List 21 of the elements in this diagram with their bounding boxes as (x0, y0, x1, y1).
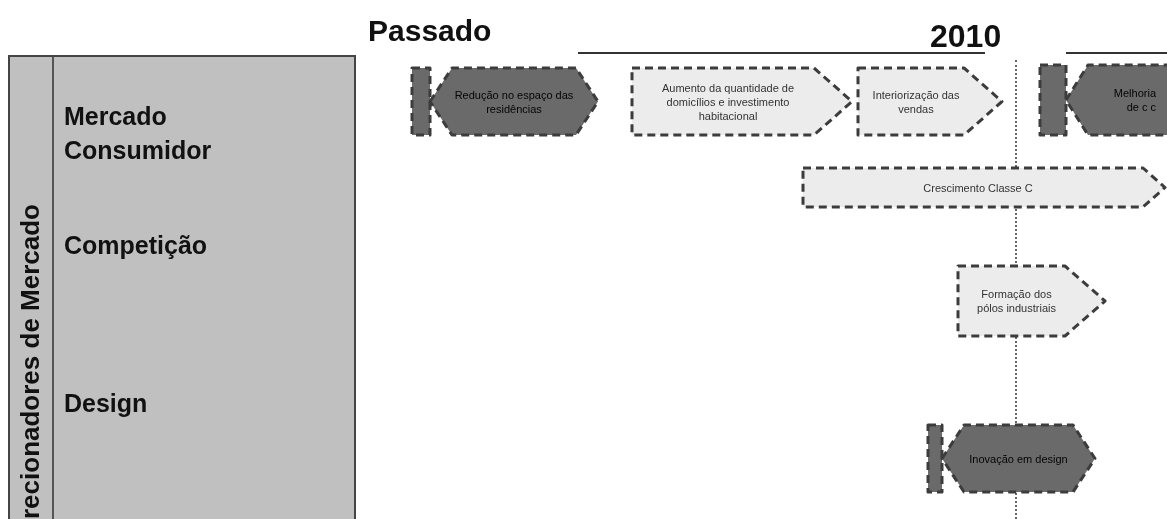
milestone-hexagon (412, 68, 598, 135)
trend-arrow-shape (632, 68, 852, 135)
milestone-label: Crescimento Classe C (922, 180, 1034, 196)
row-heading: Design (64, 386, 334, 426)
row-heading: Mercado Consumidor (64, 99, 244, 179)
milestone-label: Melhoria de c c (1112, 86, 1156, 115)
milestone-hexagon (1040, 65, 1167, 135)
period-heading: Passado (368, 14, 492, 48)
category-panel (8, 55, 356, 519)
panel-title: recionadores de Mercado (14, 204, 46, 519)
trend-arrow-shape (858, 68, 1002, 135)
milestone-label: Interiorização das vendas (871, 87, 961, 117)
milestone-label: Redução no espaço das residências (453, 87, 575, 117)
trend-arrow-shape (958, 266, 1105, 336)
milestone-hexagon (928, 425, 1095, 492)
milestone-label: Inovação em design (968, 451, 1069, 467)
trend-arrow-shape (803, 168, 1165, 207)
milestone-label: Aumento da quantidade de domicílios e investimento habitacional (660, 80, 796, 124)
row-heading: Competição (64, 228, 334, 268)
year-heading: 2010 (930, 18, 1002, 55)
milestone-label: Formação dos pólos industriais (976, 287, 1057, 316)
